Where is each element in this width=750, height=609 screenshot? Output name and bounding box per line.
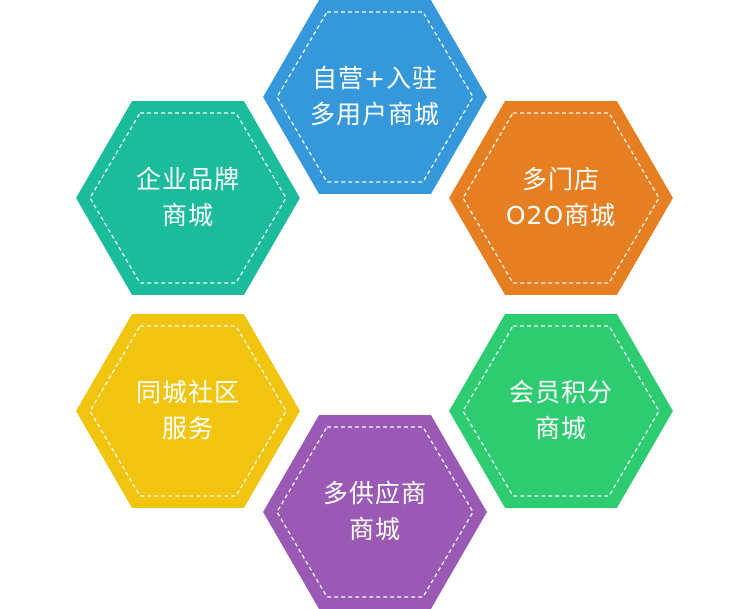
hexagon-label-line2: 商城 (161, 201, 214, 230)
hexagon-enterprise-brand-mall: 企业品牌 商城 (76, 101, 300, 295)
hexagon-label: 会员积分 商城 (449, 314, 673, 508)
hexagon-fill (263, 0, 487, 194)
hexagon-fill (263, 415, 487, 609)
hexagon-label-line2: 多用户商城 (309, 100, 440, 129)
hexagon-member-points-mall: 会员积分 商城 (449, 314, 673, 508)
hexagon-label: 同城社区 服务 (76, 314, 300, 508)
hexagon-label: 自营+入驻 多用户商城 (263, 0, 487, 194)
hexagon-fill (449, 101, 673, 295)
hexagon-fill (76, 314, 300, 508)
hexagon-label-line2: 商城 (348, 515, 401, 544)
hexagon-shape (263, 415, 487, 609)
hexagon-shape (449, 314, 673, 508)
hexagon-multi-supplier-mall: 多供应商 商城 (263, 415, 487, 609)
hexagon-label-line1: 自营+入驻 (312, 64, 438, 93)
hexagon-label-line2: 服务 (161, 414, 214, 443)
hexagon-label: 多供应商 商城 (263, 415, 487, 609)
hexagon-shape (263, 0, 487, 194)
hexagon-local-community-service: 同城社区 服务 (76, 314, 300, 508)
hexagon-label-line1: 会员积分 (508, 378, 613, 407)
hexagon-label-line1: 多门店 (521, 165, 600, 194)
hexagon-label: 多门店 O2O商城 (449, 101, 673, 295)
hexagon-fill (76, 101, 300, 295)
hexagon-shape (76, 101, 300, 295)
hexagon-shape (449, 101, 673, 295)
hexagon-label-line1: 企业品牌 (135, 165, 240, 194)
hexagon-label-line1: 同城社区 (135, 378, 240, 407)
hexagon-shape (76, 314, 300, 508)
hexagon-multi-user-mall: 自营+入驻 多用户商城 (263, 0, 487, 194)
hexagon-label-line1: 多供应商 (322, 479, 427, 508)
hexagon-label-line2: 商城 (534, 414, 587, 443)
hexagon-label-line2: O2O商城 (505, 201, 617, 230)
hexagon-label: 企业品牌 商城 (76, 101, 300, 295)
hexagon-fill (449, 314, 673, 508)
hexagon-multi-store-o2o-mall: 多门店 O2O商城 (449, 101, 673, 295)
